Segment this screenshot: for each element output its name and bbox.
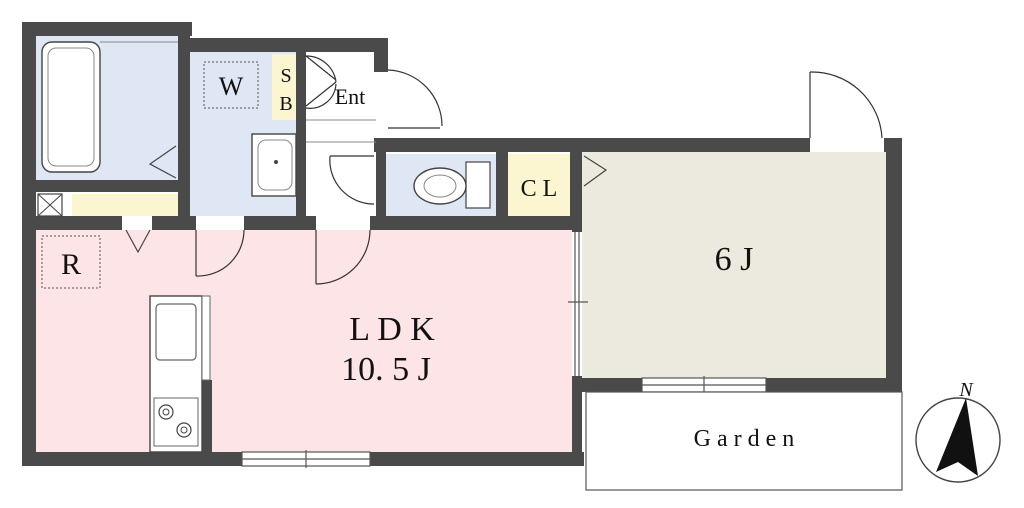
door-swings — [195, 55, 883, 285]
ldk-name-label: L D K — [349, 311, 435, 348]
wall-corridor — [36, 216, 580, 230]
compass-north-label: N — [958, 379, 974, 401]
bedroom-room — [582, 152, 886, 378]
shoe-box — [272, 54, 300, 120]
compass: N — [915, 379, 1001, 483]
wall-left — [22, 22, 36, 466]
walls — [22, 22, 902, 466]
garden-area — [585, 391, 903, 491]
refrigerator-label: R — [61, 248, 81, 281]
wall-toilet-left — [376, 152, 386, 216]
opening-wash-door — [196, 216, 244, 230]
room-fills — [36, 36, 886, 452]
openings — [122, 72, 884, 376]
hall-storage — [72, 194, 178, 216]
garden-label: G a r d e n — [694, 426, 795, 452]
wall-bath-bottom — [36, 180, 190, 192]
wall-top-left — [22, 22, 192, 36]
north-arrow-icon — [936, 398, 978, 476]
wall-kitchen-stub — [200, 380, 212, 452]
bedroom-label: 6 J — [715, 241, 754, 278]
wall-mid-top — [374, 138, 902, 152]
wall-bath-right — [178, 36, 190, 216]
shoe-box-label-b: B — [279, 93, 292, 115]
stove-burner-icon — [158, 404, 174, 420]
refrigerator-space — [41, 235, 101, 289]
wall-toilet-right — [496, 152, 508, 216]
wall-wash-top — [178, 38, 388, 52]
entrance-label: Ent — [335, 84, 366, 109]
wall-bottom-mid — [370, 452, 584, 466]
opening-ent-door — [316, 216, 370, 230]
washer-space — [203, 61, 259, 109]
wall-bottom-left — [22, 452, 242, 466]
ldk-room — [36, 230, 572, 452]
opening-entrance-door — [374, 72, 388, 128]
stove-burner-icon — [176, 422, 192, 438]
opening-ldk-bedroom — [572, 232, 582, 376]
wall-wash-right — [296, 52, 306, 216]
kitchen-sink — [155, 303, 197, 361]
opening-corridor-stub — [122, 216, 152, 230]
sliding-door — [568, 232, 588, 376]
closet-room — [508, 154, 570, 216]
labels: W S B Ent C L R 6 J L D K 10. 5 J G a r … — [61, 65, 794, 452]
washer-label: W — [219, 72, 244, 101]
opening-back-door — [810, 138, 884, 152]
fixtures — [37, 41, 608, 453]
wall-right — [886, 138, 902, 392]
wall-closet-right — [570, 152, 582, 230]
ldk-size-label: 10. 5 J — [341, 351, 431, 388]
entrance-area — [306, 52, 376, 216]
shoe-box-label-s: S — [280, 65, 291, 87]
closet-label: C L — [521, 176, 558, 202]
